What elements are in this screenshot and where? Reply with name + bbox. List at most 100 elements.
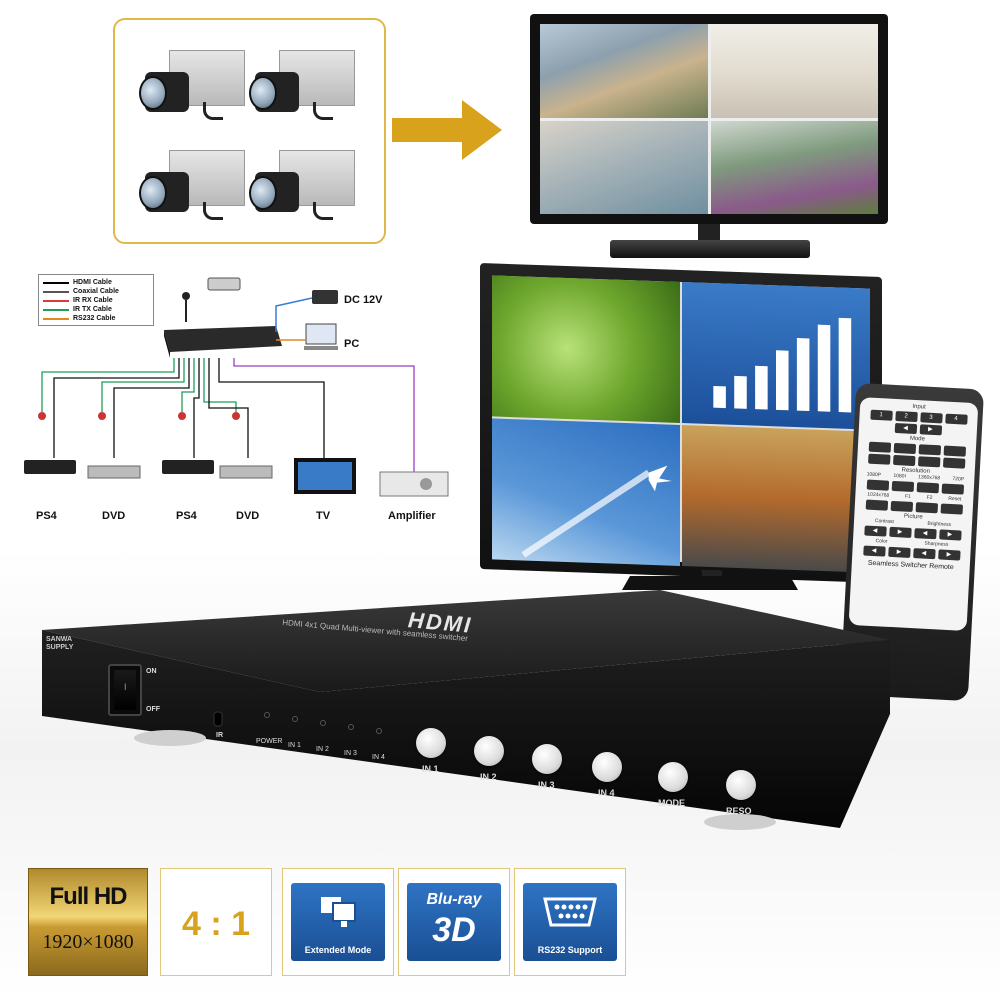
remote-mode-button[interactable] <box>868 441 891 453</box>
reso-button-label: RESO <box>726 806 752 816</box>
switch-off-label: OFF <box>146 706 160 713</box>
remote-picture-button[interactable]: ◀ <box>862 545 886 557</box>
hdmi-quad-switcher: SANWA SUPPLY HDMI HDMI 4x1 Quad Multi-vi… <box>20 588 900 838</box>
ir-port-label: IR <box>216 732 223 739</box>
tv-stand <box>610 240 810 258</box>
wiring-lines <box>24 277 449 497</box>
connection-diagram: HDMI Cable Coaxial Cable IR RX Cable IR … <box>14 262 474 532</box>
label-pc: PC <box>344 338 360 350</box>
extended-mode-badge: Extended Mode <box>282 868 394 976</box>
remote-res-button[interactable] <box>865 499 888 511</box>
remote-sharpness-label: Sharpness <box>924 540 949 548</box>
remote-input-4-button[interactable]: 4 <box>944 413 968 425</box>
monitor-quadrant-chart <box>682 282 870 430</box>
label-dc12v: DC 12V <box>344 294 383 306</box>
remote-mode-button[interactable] <box>867 453 891 465</box>
remote-mode-button[interactable] <box>943 445 966 457</box>
cable-legend: HDMI Cable Coaxial Cable IR RX Cable IR … <box>38 274 154 326</box>
monitor-quadrant-racing <box>682 424 870 573</box>
remote-picture-button[interactable]: ▶ <box>887 546 911 558</box>
remote-picture-button[interactable]: ◀ <box>913 528 937 540</box>
remote-mode-button[interactable] <box>893 442 916 455</box>
remote-mode-button[interactable] <box>918 444 941 456</box>
legend-rs232: RS232 Cable <box>43 314 149 323</box>
in2-led-label: IN 2 <box>316 746 329 753</box>
label-dvd-1: DVD <box>102 510 126 522</box>
bluray-3d-label: 3D <box>432 911 476 949</box>
tv-quadrant-4 <box>710 120 878 214</box>
security-camera-icon <box>139 42 249 122</box>
remote-res-button[interactable] <box>940 503 963 515</box>
remote-res-1024: 1024x768 <box>867 491 890 499</box>
remote-res-button[interactable] <box>916 482 939 494</box>
tv-quadrant-1 <box>540 24 708 118</box>
arrow-right-icon <box>392 100 502 160</box>
remote-res-1360: 1360x768 <box>918 474 941 482</box>
legend-coaxial: Coaxial Cable <box>43 287 149 296</box>
in3-led <box>348 724 354 730</box>
brand-label: SANWA SUPPLY <box>46 636 74 651</box>
remote-brightness-label: Brightness <box>927 520 952 529</box>
extended-mode-label: Extended Mode <box>304 945 372 955</box>
power-rocker-switch[interactable]: I <box>108 664 142 716</box>
remote-res-1080p: 1080P <box>866 471 882 479</box>
legend-hdmi: HDMI Cable <box>43 278 149 287</box>
in4-button[interactable] <box>592 752 622 782</box>
remote-res-reset: Reset <box>948 495 962 503</box>
remote-color-label: Color <box>875 538 888 545</box>
monitor-quadrant-leaves <box>492 275 680 423</box>
bluray-3d-badge: Blu-ray 3D <box>398 868 510 976</box>
in4-button-label: IN 4 <box>598 788 615 798</box>
power-led-label: POWER <box>256 738 283 745</box>
switch-on-label: ON <box>146 668 157 675</box>
in1-button[interactable] <box>416 728 446 758</box>
reso-button[interactable] <box>726 770 756 800</box>
label-dvd-2: DVD <box>236 510 260 522</box>
remote-input-1-button[interactable]: 1 <box>869 409 893 421</box>
remote-res-1080i: 1080I <box>893 472 907 480</box>
remote-left-button[interactable]: ◀ <box>894 422 917 435</box>
in2-button-label: IN 2 <box>480 772 497 782</box>
label-ps4-1: PS4 <box>36 510 57 522</box>
remote-mode-button[interactable] <box>917 456 940 468</box>
remote-res-button[interactable] <box>941 483 964 495</box>
serial-port-icon <box>543 897 597 927</box>
legend-ir-rx: IR RX Cable <box>43 296 149 305</box>
remote-res-button[interactable] <box>891 480 914 492</box>
power-led <box>264 712 270 718</box>
rs232-label: RS232 Support <box>537 945 603 955</box>
label-tv: TV <box>316 510 331 522</box>
remote-mode-button[interactable] <box>942 457 965 469</box>
in2-led <box>320 720 326 726</box>
rs232-support-badge: RS232 Support <box>514 868 626 976</box>
in2-button[interactable] <box>474 736 504 766</box>
full-hd-resolution: 1920×1080 <box>42 931 134 953</box>
in3-button[interactable] <box>532 744 562 774</box>
tv-quadrant-3 <box>540 120 708 214</box>
security-camera-icon <box>139 142 249 222</box>
remote-input-2-button[interactable]: 2 <box>894 410 918 423</box>
in3-button-label: IN 3 <box>538 780 555 790</box>
remote-picture-button[interactable]: ◀ <box>863 525 887 537</box>
remote-picture-button[interactable]: ▶ <box>938 529 962 541</box>
remote-mode-button[interactable] <box>892 454 916 467</box>
remote-input-3-button[interactable]: 3 <box>919 412 943 424</box>
remote-right-button[interactable]: ▶ <box>919 424 942 436</box>
remote-res-button[interactable] <box>890 500 913 512</box>
legend-ir-tx: IR TX Cable <box>43 305 149 314</box>
remote-res-f2: F2 <box>926 494 933 502</box>
security-camera-icon <box>249 142 359 222</box>
remote-picture-button[interactable]: ◀ <box>912 548 936 560</box>
mode-button[interactable] <box>658 762 688 792</box>
quad-view-tv <box>530 14 888 260</box>
remote-res-button[interactable] <box>866 479 889 491</box>
camera-group-panel <box>113 18 386 244</box>
in1-led-label: IN 1 <box>288 742 301 749</box>
remote-res-f1: F1 <box>904 493 912 500</box>
remote-picture-button[interactable]: ▶ <box>888 526 912 538</box>
bluray-label: Blu-ray <box>426 891 482 908</box>
remote-picture-button[interactable]: ▶ <box>937 549 961 561</box>
in4-led <box>376 728 382 734</box>
remote-footer: Seamless Switcher Remote <box>867 559 954 572</box>
remote-res-button[interactable] <box>915 502 938 514</box>
